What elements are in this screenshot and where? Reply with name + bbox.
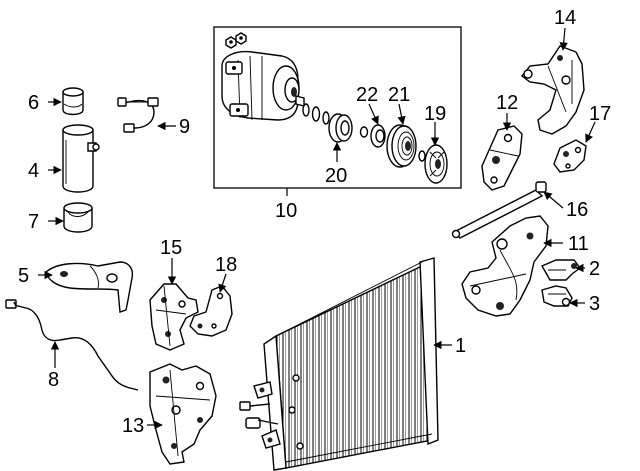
callout-21: 21: [388, 84, 410, 106]
compressor-body: [221, 50, 305, 121]
pulley-bearing: [370, 124, 386, 148]
drier-cap: [62, 87, 84, 116]
bracket-14: [521, 45, 585, 135]
receiver-drier: [62, 124, 100, 193]
clamp-3: [541, 285, 573, 307]
compressor-group: [213, 26, 462, 196]
bracket-17: [553, 139, 587, 173]
clamp-2: [541, 259, 581, 281]
shaft-washers: [302, 103, 330, 125]
callout-17: 17: [589, 103, 611, 125]
callout-labels: 1 2 3 4 5 6 7 8 9 10 11 12 13 14 15 16 1…: [18, 7, 611, 437]
callout-7: 7: [28, 211, 39, 233]
callout-13: 13: [122, 415, 144, 437]
snap-ring: [359, 126, 369, 138]
bracket-18: [189, 285, 233, 337]
callout-14: 14: [554, 7, 576, 29]
callout-19: 19: [424, 103, 446, 125]
compressor-nuts: [225, 32, 247, 49]
callout-3: 3: [589, 293, 600, 315]
bracket-11: [461, 215, 549, 317]
callout-2: 2: [589, 258, 600, 280]
compressor-group-box: [213, 26, 462, 189]
callout-18: 18: [215, 254, 237, 276]
clutch-coil: [328, 113, 353, 143]
clutch-shim: [418, 150, 426, 162]
callout-11: 11: [568, 233, 589, 255]
callout-8: 8: [48, 369, 59, 391]
leader-lines: [38, 27, 596, 430]
ac-line-8: [5, 299, 139, 391]
callout-6: 6: [28, 92, 39, 114]
condenser: [239, 257, 439, 471]
brace-rod-16: [451, 181, 547, 239]
callout-15: 15: [160, 237, 182, 259]
callout-5: 5: [18, 265, 29, 287]
clutch-hub: [424, 144, 448, 184]
callout-16: 16: [566, 199, 588, 221]
callout-20: 20: [325, 165, 347, 187]
callout-4: 4: [28, 160, 39, 182]
callout-1: 1: [455, 335, 466, 357]
bracket-12: [481, 125, 523, 191]
callout-22: 22: [356, 84, 378, 106]
bracket-13: [149, 363, 217, 465]
callout-12: 12: [496, 92, 518, 114]
ac-line-9: [117, 97, 159, 133]
callout-10: 10: [275, 200, 297, 222]
bracket-15: [149, 283, 199, 351]
callout-9: 9: [179, 116, 190, 138]
bracket-5: [45, 261, 134, 313]
drier-boot: [63, 202, 93, 233]
clutch-pulley: [386, 124, 417, 168]
